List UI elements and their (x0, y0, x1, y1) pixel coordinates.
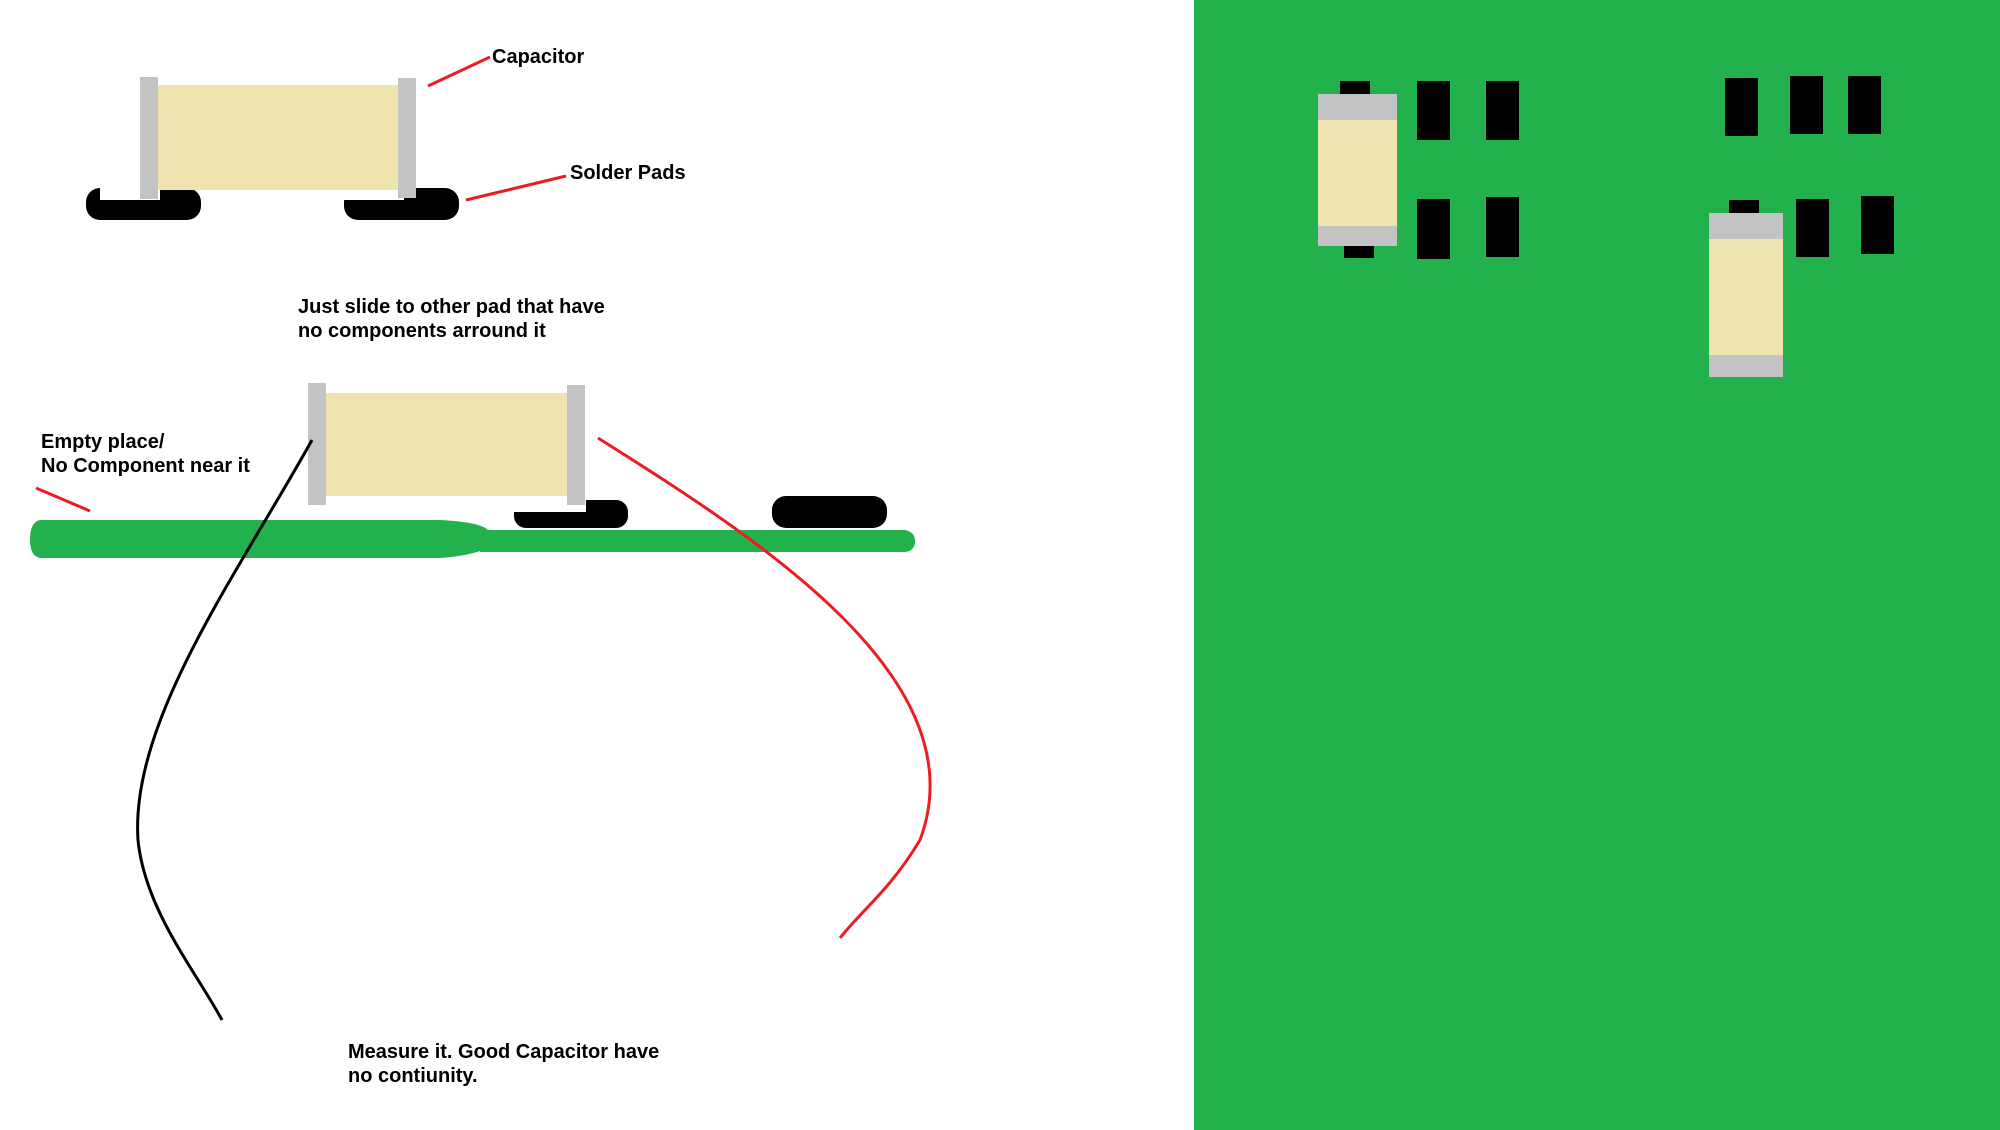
slide-instruction-line2: no components arround it (298, 320, 546, 342)
solder-pads-pointer-line (465, 174, 567, 202)
capacitor-slid (308, 383, 585, 505)
capacitor-pointer-line (427, 55, 491, 88)
pcb-pad-5 (1417, 199, 1450, 259)
pcb-cross-section (30, 496, 915, 558)
solder-pad-empty (772, 496, 887, 528)
pcb-capacitor-1-terminal-top (1318, 94, 1397, 120)
pcb-capacitor-2-terminal-bottom (1709, 355, 1783, 377)
pcb-pad-7 (1725, 78, 1758, 136)
pcb-pad-8 (1790, 76, 1823, 134)
pcb-capacitor-1-terminal-bottom (1318, 226, 1397, 246)
pcb-capacitor-2-body (1709, 239, 1783, 355)
empty-place-label-line1: Empty place/ (41, 431, 165, 453)
pcb-trace-right (480, 530, 915, 552)
measure-instruction-line1: Measure it. Good Capacitor have (348, 1041, 659, 1063)
test-probe-red (597, 436, 932, 939)
capacitor-slid-terminal-right (567, 385, 585, 505)
solder-pad-right-notch (344, 188, 404, 200)
pcb-component-group-left (1318, 81, 1519, 259)
pcb-pad-9 (1848, 76, 1881, 134)
slide-instruction-line1: Just slide to other pad that have (298, 296, 605, 318)
capacitor-slid-terminal-left (308, 383, 326, 505)
pcb-pad-4 (1486, 81, 1519, 140)
pcb-pad-11 (1796, 199, 1829, 257)
capacitor-slid-body (326, 393, 568, 496)
pcb-pad-3 (1417, 81, 1450, 140)
empty-place-label-line2: No Component near it (41, 455, 250, 477)
empty-place-pointer-line (35, 486, 91, 513)
capacitor-terminal-left (140, 77, 158, 199)
pcb-pad-12 (1861, 196, 1894, 254)
measure-instruction-line2: no contiunity. (348, 1065, 478, 1087)
capacitor-label: Capacitor (492, 46, 584, 68)
pcb-capacitor-2-terminal-top (1709, 213, 1783, 239)
capacitor-body (157, 85, 399, 190)
test-probe-black (136, 439, 314, 1021)
solder-pads-label: Solder Pads (570, 162, 686, 184)
pcb-board (1194, 0, 2000, 1130)
capacitor-diagram-top (86, 77, 459, 220)
pcb-pad-6 (1486, 197, 1519, 257)
pcb-trace-left (30, 520, 488, 558)
pcb-capacitor-1-body (1318, 120, 1397, 226)
pcb-component-group-right (1709, 76, 1894, 377)
capacitor-terminal-right (398, 78, 416, 198)
